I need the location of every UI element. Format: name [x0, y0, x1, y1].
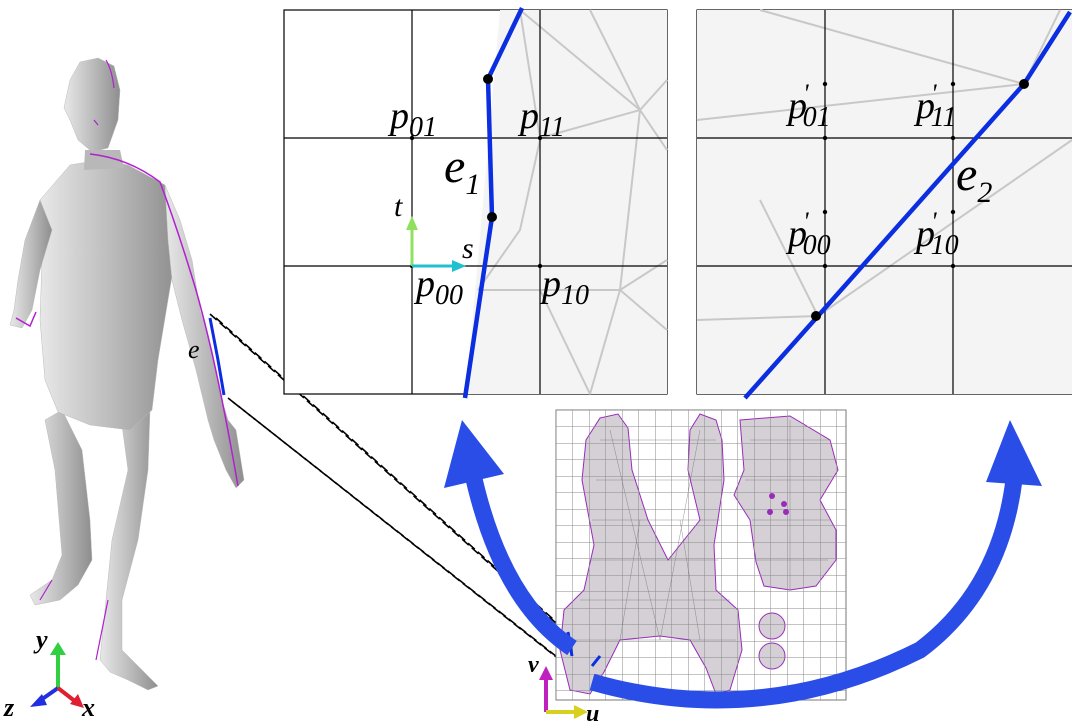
edge-e1	[462, 7, 525, 399]
axis-y-label: y	[33, 625, 48, 654]
label-e1: e1	[444, 140, 480, 201]
label-p10: p10	[539, 263, 589, 311]
axis-u-label: u	[586, 701, 599, 721]
axis-v-label: v	[528, 652, 539, 678]
mapping-arrows	[444, 420, 1042, 709]
human-model	[9, 57, 245, 691]
edge-e2	[743, 10, 1072, 400]
label-p11: p11	[517, 95, 565, 143]
axis-z-label: z	[3, 693, 15, 721]
local-axis-t-label: t	[394, 190, 403, 223]
left-panel: t s p01 p11 p00 p10 e1	[283, 7, 668, 399]
label-p01: p01	[387, 95, 437, 143]
right-panel: p'01 p'11 p'00 p'10 e2	[696, 9, 1072, 400]
label-p01-prime: p'01	[785, 79, 831, 133]
local-axis-s-label: s	[462, 232, 474, 265]
label-p10-prime: p'10	[913, 207, 959, 261]
xyz-axes: y z x	[3, 625, 95, 721]
uv-atlas	[555, 409, 847, 701]
right-arrow-head	[986, 420, 1042, 486]
uv-axes: v u	[528, 652, 599, 721]
label-p11-prime: p'11	[913, 79, 956, 133]
label-e2: e2	[956, 148, 992, 209]
axis-x-label: x	[81, 693, 95, 721]
label-p00: p00	[413, 263, 463, 311]
label-p00-prime: p'00	[785, 207, 831, 261]
model-edge-label: e	[188, 335, 200, 364]
model-edge	[208, 317, 226, 396]
left-arrow-head	[444, 420, 504, 488]
